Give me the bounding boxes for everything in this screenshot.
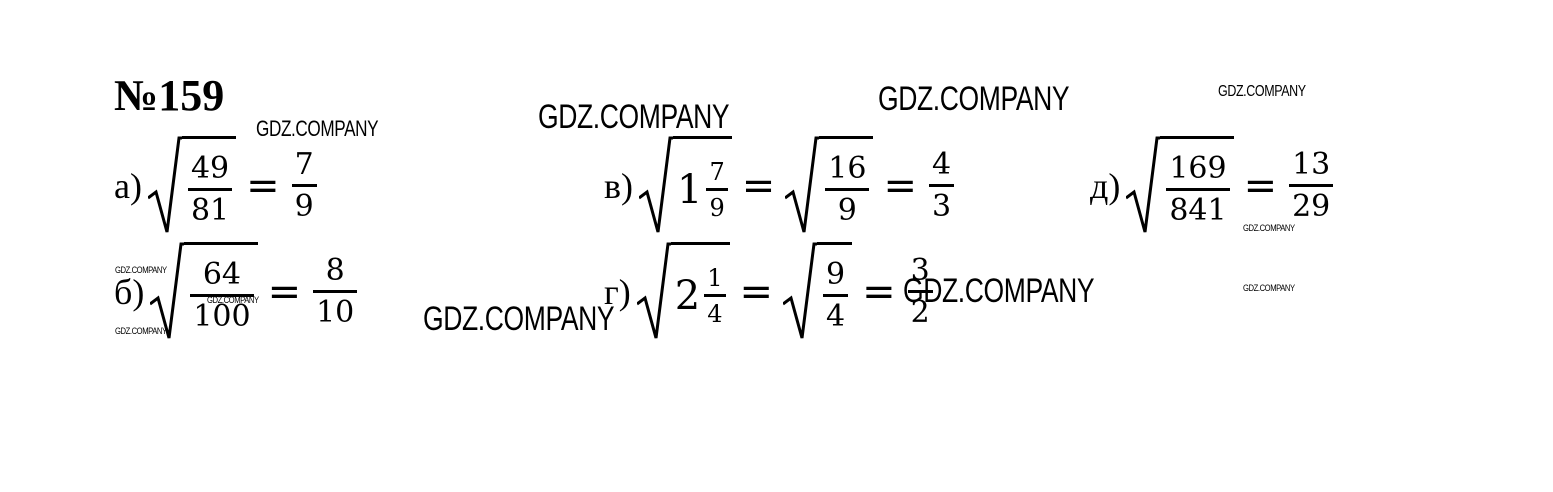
item-label: а) (114, 166, 142, 206)
numerator: 169 (1169, 150, 1227, 186)
numerator: 4 (931, 147, 952, 182)
sqrt: 2 1 4 (636, 242, 730, 342)
sqrt: 9 4 (783, 242, 853, 342)
fraction: 7 9 (291, 147, 317, 224)
radical-sign-icon (639, 136, 673, 233)
equals-sign: = (267, 269, 302, 315)
fraction: 9 4 (823, 256, 849, 334)
numerator: 3 (910, 253, 930, 288)
denominator: 100 (193, 298, 251, 334)
watermark: GDZ.COMPANY (903, 272, 1095, 310)
numerator: 1 (707, 263, 723, 292)
watermark: GDZ.COMPANY (256, 116, 379, 141)
radical-sign-icon (785, 136, 820, 233)
item-b: б) 64 100 = 8 10 (114, 242, 359, 342)
equals-sign: = (862, 269, 896, 315)
numerator: 16 (828, 150, 867, 186)
watermark: GDZ.COMPANY (878, 80, 1070, 118)
item-v: в) 1 7 9 = 16 9 = 4 3 (604, 136, 956, 236)
sqrt: 169 841 (1126, 136, 1234, 236)
denominator: 9 (294, 189, 314, 224)
whole-part: 1 (677, 166, 703, 213)
item-g: г) 2 1 4 = 9 4 = 3 2 (604, 242, 935, 342)
numerator: 7 (709, 157, 725, 186)
equals-sign: = (739, 269, 774, 315)
denominator: 10 (316, 295, 355, 330)
fraction: 1 4 (704, 263, 726, 328)
fraction: 8 10 (313, 253, 358, 330)
equals-sign: = (741, 163, 776, 209)
item-a: а) 49 81 = 7 9 (114, 136, 319, 236)
denominator: 9 (709, 193, 725, 222)
sqrt: 1 7 9 (639, 136, 732, 236)
radical-sign-icon (150, 242, 185, 339)
numerator: 64 (202, 256, 242, 292)
denominator: 4 (826, 298, 846, 334)
denominator: 4 (707, 299, 723, 328)
item-label: в) (604, 166, 633, 206)
numerator: 13 (1292, 147, 1331, 182)
numerator: 49 (190, 150, 230, 186)
fraction: 4 3 (928, 147, 955, 224)
numerator: 8 (325, 253, 345, 288)
watermark: GDZ.COMPANY (1218, 83, 1306, 100)
denominator: 3 (931, 189, 952, 224)
watermark: GDZ.COMPANY (115, 265, 167, 275)
sqrt: 49 81 (147, 136, 237, 236)
radical-sign-icon (783, 242, 818, 339)
radical-sign-icon (147, 136, 182, 233)
whole-part: 2 (674, 272, 701, 319)
equals-sign: = (1243, 163, 1278, 209)
watermark: GDZ.COMPANY (1243, 223, 1295, 233)
watermark: GDZ.COMPANY (1243, 283, 1295, 293)
radical-sign-icon (636, 242, 671, 339)
numerator: 7 (294, 147, 314, 182)
fraction: 169 841 (1166, 150, 1230, 228)
fraction: 16 9 (825, 150, 870, 228)
equals-sign: = (246, 163, 280, 209)
watermark: GDZ.COMPANY (423, 300, 615, 338)
problem-number: №159 (114, 71, 225, 120)
radical-sign-icon (1126, 136, 1161, 233)
fraction: 3 2 (907, 253, 933, 330)
sqrt: 16 9 (785, 136, 874, 236)
item-label: г) (604, 272, 631, 312)
denominator: 81 (190, 192, 230, 228)
fraction: 64 100 (190, 256, 254, 334)
item-d: д) 169 841 = 13 29 (1090, 136, 1335, 236)
denominator: 841 (1169, 192, 1227, 228)
watermark: GDZ.COMPANY (115, 326, 167, 336)
numerator: 9 (826, 256, 846, 292)
equals-sign: = (883, 163, 917, 209)
watermark: GDZ.COMPANY (207, 295, 259, 305)
denominator: 2 (910, 295, 930, 330)
denominator: 29 (1292, 189, 1331, 224)
sqrt: 64 100 (150, 242, 258, 342)
item-label: д) (1090, 166, 1121, 206)
fraction: 13 29 (1289, 147, 1334, 224)
denominator: 9 (837, 192, 857, 228)
watermark: GDZ.COMPANY (538, 98, 730, 136)
item-label: б) (114, 272, 145, 312)
fraction: 49 81 (187, 150, 233, 228)
fraction: 7 9 (706, 157, 728, 222)
